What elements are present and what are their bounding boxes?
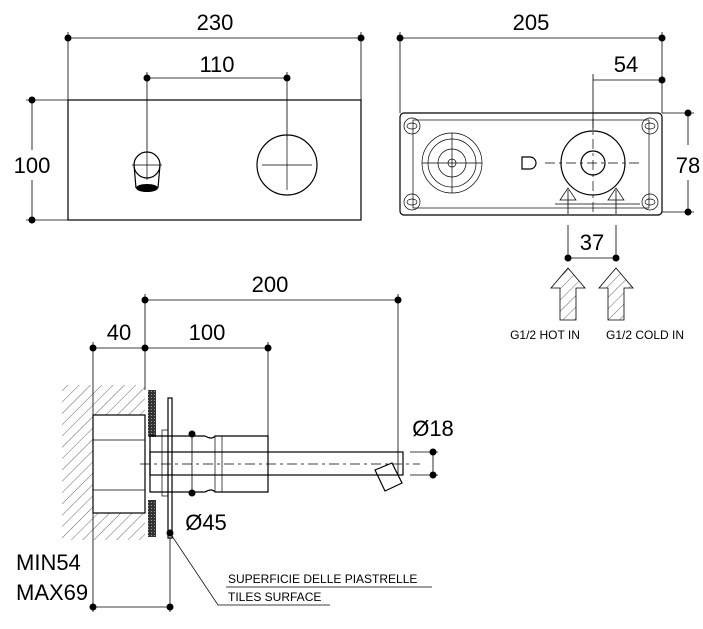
projection-dim: 200 [252,272,289,297]
wall-depth-dim: 40 [107,320,131,345]
back-offset-dim: 54 [614,52,638,77]
spout-pipe [149,451,404,476]
cover-plate [167,397,173,539]
back-view: 205 54 78 37 G1/2 HOT IN G1/2 COLD IN [396,10,700,342]
inlet-spacing-dim: 37 [580,230,604,255]
tile-surface-label-en: TILES SURFACE [228,590,321,604]
flange-diameter-dim: Ø45 [185,510,227,535]
spout-diameter-dim: Ø18 [412,416,454,441]
brand-logo [521,156,537,170]
cold-inlet-arrow-icon [598,267,634,321]
aerator [374,462,403,492]
back-width-dim: 205 [513,10,550,35]
front-height-dim: 100 [14,153,51,178]
front-width-dim: 230 [197,10,234,35]
cold-inlet-label: G1/2 COLD IN [606,328,684,342]
tile-surface-label-it: SUPERFICIE DELLE PIASTRELLE [228,572,417,586]
hot-inlet-arrow-icon [550,267,586,321]
handle-body [149,435,269,493]
front-view: 230 110 100 [14,10,365,224]
max-depth-dim: MAX69 [16,580,88,605]
hot-inlet-label: G1/2 HOT IN [510,328,580,342]
mixer-body-box [92,414,146,514]
back-height-dim: 78 [676,153,700,178]
wall-hatch [62,385,145,540]
cartridge-gear [421,132,483,194]
min-depth-dim: MIN54 [16,550,81,575]
side-view: 200 40 100 Ø18 Ø45 MIN54 MAX69 SUPERFICI… [16,272,454,612]
front-spacing-dim: 110 [199,52,234,77]
body-dim: 100 [189,320,226,345]
front-plate [67,99,362,221]
spout-opening [136,184,158,192]
